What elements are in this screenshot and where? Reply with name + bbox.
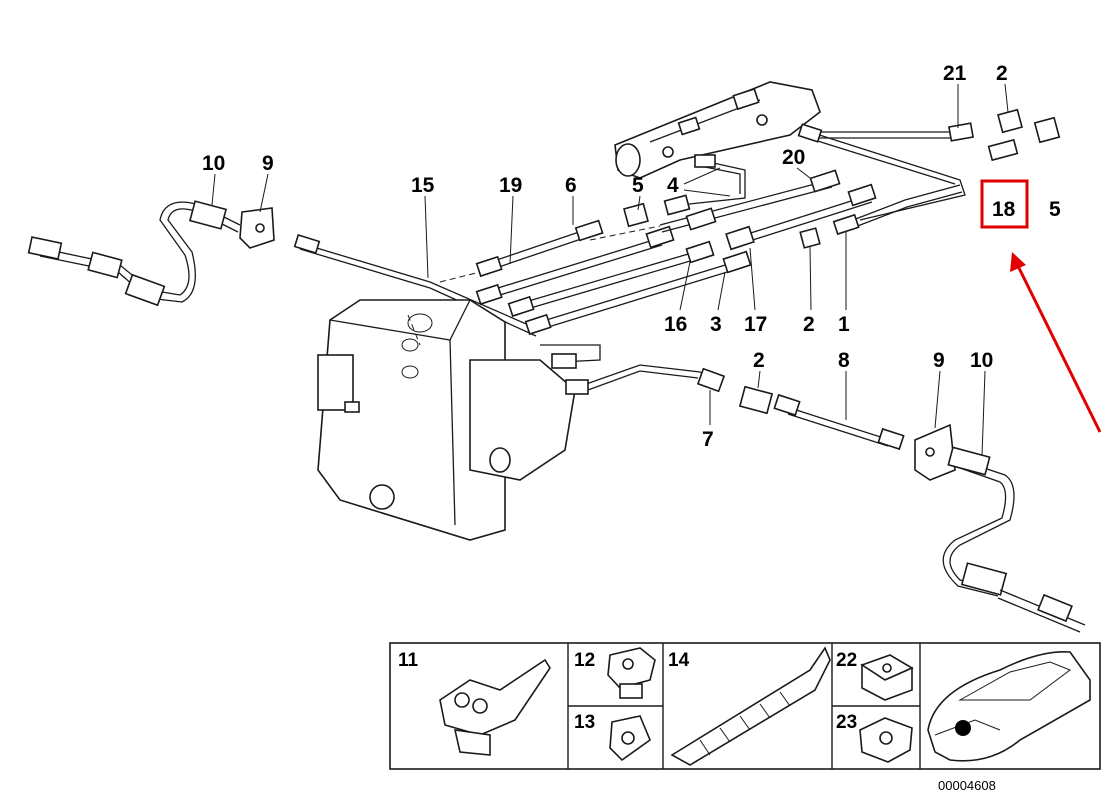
callout-2: 2 [803, 313, 815, 336]
callout-5: 5 [1049, 198, 1061, 221]
callout-9: 9 [933, 349, 945, 372]
callout-7: 7 [702, 428, 714, 451]
highlight-box-18 [980, 179, 1029, 229]
callout-8: 8 [838, 349, 850, 372]
drawing-code: 00004608 [938, 778, 996, 793]
brake-line-8 [738, 385, 905, 451]
callout-19: 19 [499, 174, 522, 197]
brake-hose-10-left [27, 200, 241, 307]
callout-10: 10 [970, 349, 993, 372]
clip-22-drawing [860, 654, 914, 701]
legend-label-22: 22 [836, 650, 857, 671]
legend-label-23: 23 [836, 712, 857, 733]
bracket-9-right [914, 423, 956, 481]
legend-label-14: 14 [668, 650, 690, 671]
bracket-9-left [239, 207, 275, 249]
clip-11-drawing [439, 658, 551, 756]
brake-line-7 [565, 364, 726, 395]
callout-3: 3 [710, 313, 722, 336]
clip-23-drawing [859, 717, 913, 763]
callout-labels: 21 2 18 5 10 9 15 19 6 5 4 20 16 3 17 2 … [202, 62, 1061, 451]
callout-1: 1 [838, 313, 850, 336]
brake-master-cylinder [614, 81, 821, 179]
leader-lines [211, 83, 1009, 457]
clip-12-drawing [607, 647, 656, 699]
callout-18: 18 [992, 198, 1016, 221]
callout-15: 15 [411, 174, 435, 197]
callout-2: 2 [753, 349, 765, 372]
callout-10: 10 [202, 152, 225, 175]
highlight-arrow [1010, 252, 1102, 433]
brake-line-group [293, 108, 1061, 337]
clip-14-drawing [670, 646, 831, 766]
callout-9: 9 [262, 152, 274, 175]
vehicle-location-icon [927, 651, 1091, 762]
callout-16: 16 [664, 313, 687, 336]
legend-label-11: 11 [398, 650, 419, 671]
callout-20: 20 [782, 146, 805, 169]
clip-legend-panel: 11 12 13 14 22 23 [389, 642, 1101, 770]
callout-17: 17 [744, 313, 767, 336]
callout-2: 2 [996, 62, 1008, 85]
legend-label-12: 12 [574, 650, 595, 671]
callout-4: 4 [667, 174, 679, 197]
clip-13-drawing [609, 715, 651, 762]
callout-6: 6 [565, 174, 577, 197]
abs-hydraulic-unit [317, 299, 601, 541]
brake-hose-10-right [942, 446, 1086, 633]
callout-5: 5 [632, 174, 644, 197]
callout-21: 21 [943, 62, 967, 85]
legend-label-13: 13 [574, 712, 595, 733]
